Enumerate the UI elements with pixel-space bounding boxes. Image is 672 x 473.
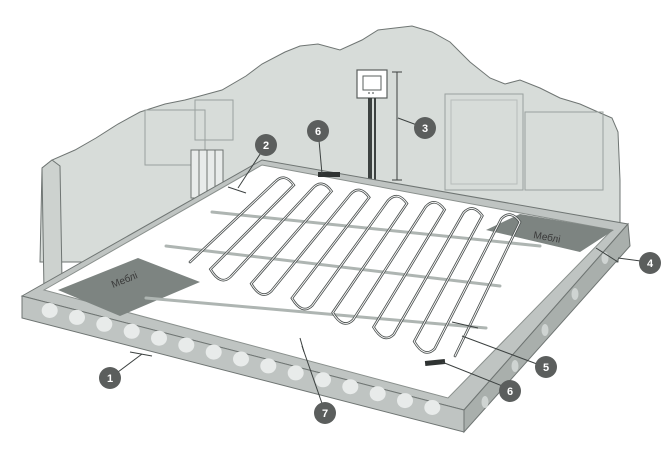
slab-hole — [511, 360, 519, 372]
svg-text:7: 7 — [322, 408, 328, 420]
slab-hole — [397, 393, 413, 409]
callout-7: 7 — [314, 402, 336, 424]
callout-2: 2 — [255, 134, 277, 156]
slab-holes — [41, 252, 609, 415]
slab-hole — [342, 379, 359, 395]
wall-panel — [194, 99, 234, 141]
callout-4: 4 — [639, 252, 661, 274]
mounting-rods — [144, 210, 542, 330]
slab-hole — [151, 330, 167, 346]
wall-panel — [524, 111, 604, 191]
svg-text:5: 5 — [543, 362, 549, 374]
svg-text:6: 6 — [507, 386, 513, 398]
slab-hole — [205, 344, 222, 360]
slab-hole — [96, 316, 113, 332]
wall-panel — [450, 99, 518, 185]
heating-cable — [188, 176, 522, 358]
slab-hole — [260, 358, 277, 374]
callout-1: 1 — [99, 367, 121, 389]
callout-6-bottom: 6 — [499, 380, 521, 402]
svg-text:4: 4 — [647, 258, 654, 270]
thermostat — [356, 69, 388, 99]
slab-hole — [123, 323, 140, 339]
furniture-right-label: Меблі — [532, 229, 561, 246]
furniture-left — [58, 258, 200, 316]
svg-text:6: 6 — [315, 126, 321, 138]
callout-3: 3 — [414, 117, 436, 139]
dimension-lines — [129, 71, 619, 357]
svg-text:1: 1 — [107, 373, 113, 385]
svg-text:3: 3 — [422, 123, 428, 135]
slab-hole — [541, 324, 549, 336]
slab-hole — [69, 309, 85, 325]
svg-text:2: 2 — [263, 140, 269, 152]
wall-panel — [444, 93, 524, 191]
slab-hole — [315, 372, 331, 388]
callout-6-top: 6 — [307, 120, 329, 142]
slab-hole — [369, 386, 386, 402]
slab-hole — [287, 365, 304, 381]
slab-hole — [178, 337, 195, 353]
slab-hole — [481, 396, 489, 408]
slab-hole — [233, 351, 249, 367]
callout-5: 5 — [535, 356, 557, 378]
cable-end-marker — [424, 358, 446, 367]
heating-cable-highlight — [189, 177, 521, 357]
wall-panel — [144, 109, 206, 166]
slab-hole — [424, 400, 441, 415]
cable-end-marker — [318, 172, 340, 177]
slab-hole — [571, 288, 579, 300]
left-wall — [41, 159, 63, 293]
slab-hole — [41, 303, 58, 318]
